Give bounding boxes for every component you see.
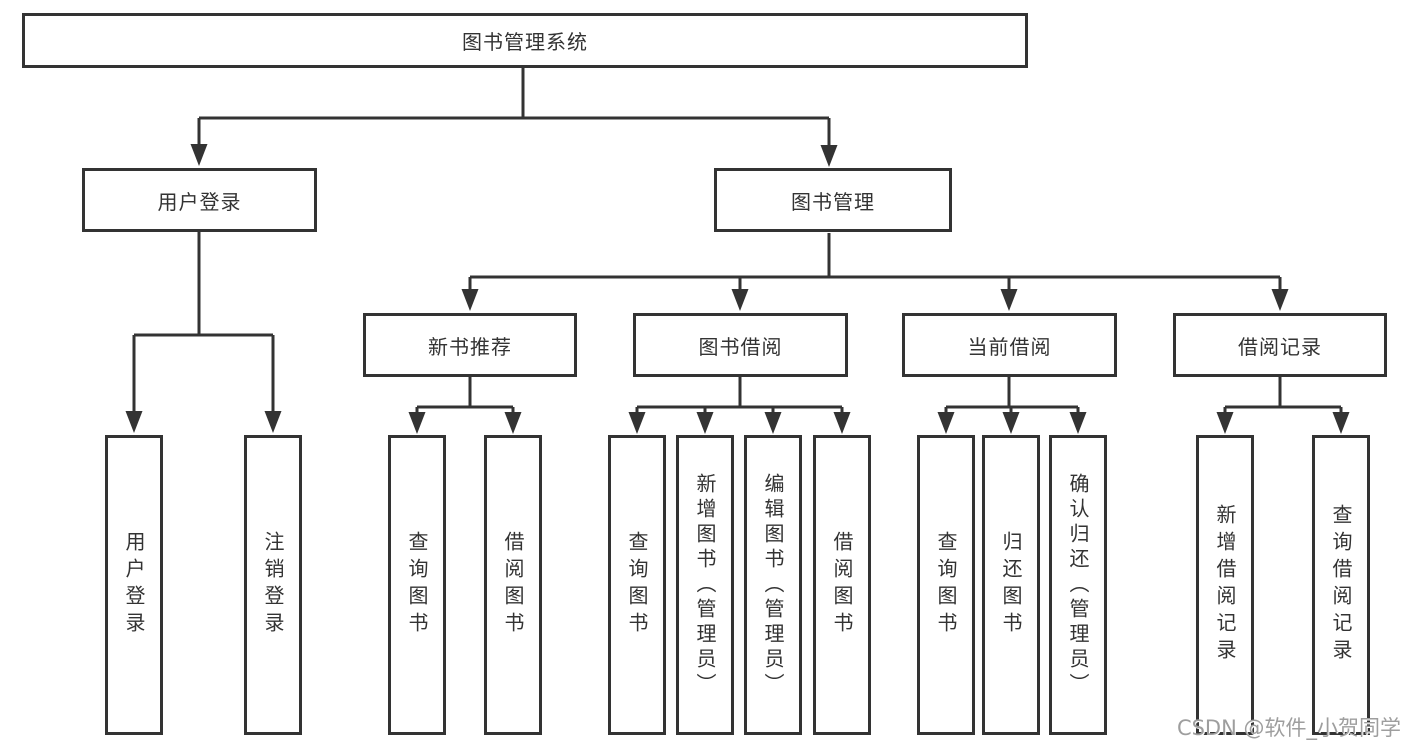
leaf-confirm-return-admin: 确认归还（管理员） xyxy=(1049,435,1107,735)
leaf-query-borrow-record: 查询借阅记录 xyxy=(1312,435,1370,735)
node-book-borrowing: 图书借阅 xyxy=(633,313,848,377)
leaf-return-books: 归还图书 xyxy=(982,435,1040,735)
node-book-management: 图书管理 xyxy=(714,168,952,232)
node-user-login: 用户登录 xyxy=(82,168,317,232)
leaf-query-books-borrow: 查询图书 xyxy=(608,435,666,735)
leaf-logout: 注销登录 xyxy=(244,435,302,735)
leaf-query-books-current: 查询图书 xyxy=(917,435,975,735)
leaf-edit-books-admin: 编辑图书（管理员） xyxy=(744,435,802,735)
leaf-borrow-books: 借阅图书 xyxy=(813,435,871,735)
node-current-borrowing: 当前借阅 xyxy=(902,313,1117,377)
leaf-add-books-admin: 新增图书（管理员） xyxy=(676,435,734,735)
leaf-query-books-recommend: 查询图书 xyxy=(388,435,446,735)
leaf-borrow-books-recommend: 借阅图书 xyxy=(484,435,542,735)
node-library-management-system: 图书管理系统 xyxy=(22,13,1028,68)
csdn-watermark: CSDN @软件_小贺同学 xyxy=(1176,716,1401,740)
leaf-user-login: 用户登录 xyxy=(105,435,163,735)
leaf-add-borrow-record: 新增借阅记录 xyxy=(1196,435,1254,735)
node-new-book-recommend: 新书推荐 xyxy=(363,313,577,377)
node-borrowing-records: 借阅记录 xyxy=(1173,313,1387,377)
